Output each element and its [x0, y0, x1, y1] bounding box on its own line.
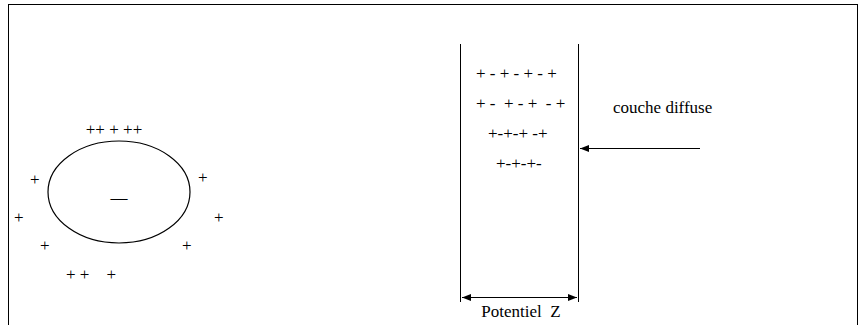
plus-charges: ++ + ++: [86, 120, 142, 140]
dimension-label: Potentiel Z: [479, 302, 562, 322]
charge-row: +-+-+-: [496, 154, 542, 174]
plus-charge: +: [30, 170, 40, 190]
dimension-arrow: [462, 297, 577, 298]
layer-wall: [460, 44, 461, 302]
plus-charge: +: [182, 236, 192, 256]
plus-charge: +: [214, 208, 224, 228]
charge-row: + - + - + - +: [476, 64, 557, 84]
charge-row: + - + - + - +: [476, 94, 565, 114]
plus-charges: + + +: [66, 265, 116, 285]
plus-charge: +: [198, 168, 208, 188]
ion-ellipse: —: [47, 140, 191, 244]
charge-sign: —: [47, 188, 191, 208]
layer-wall: [578, 44, 579, 302]
frame: [9, 5, 858, 325]
layer-label: couche diffuse: [613, 98, 712, 118]
pointer-arrow: [580, 148, 700, 149]
charge-row: +-+-+ -+: [488, 124, 548, 144]
plus-charge: +: [14, 208, 24, 228]
plus-charge: +: [40, 236, 50, 256]
